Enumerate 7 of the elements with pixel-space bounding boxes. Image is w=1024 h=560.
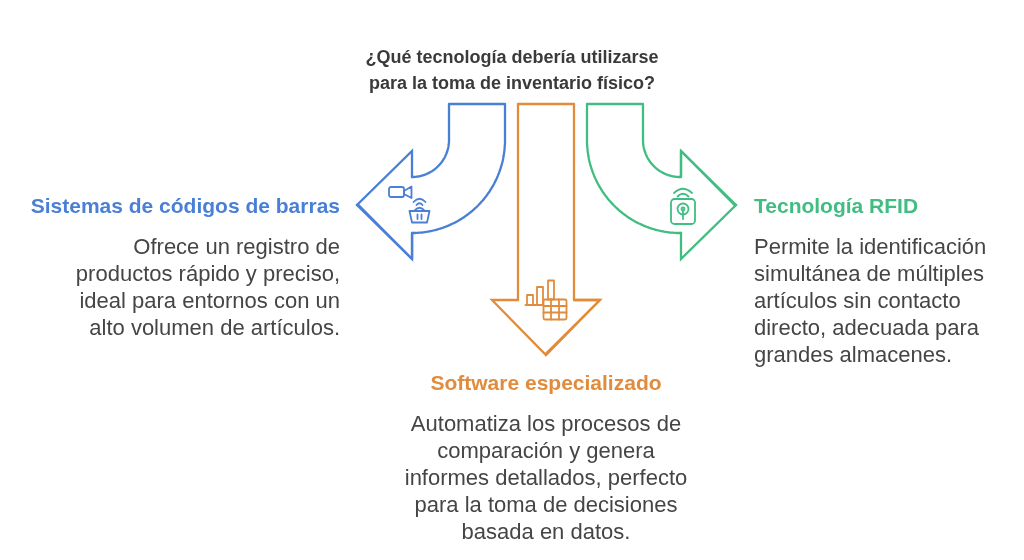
option-description: Automatiza los procesos de comparación y genera informes detallados, perfecto para la toma de decisiones basada en datos. (404, 410, 688, 545)
option-description: Permite la identificación simultánea de múltiples artículos sin contacto directo, adecuada para grandes almacenes. (754, 233, 988, 368)
option-description: Ofrece un registro de productos rápido y preciso, ideal para entornos con un alto volumen de artículos. (74, 233, 340, 341)
option-heading: Sistemas de códigos de barras (29, 193, 340, 219)
question-heading: ¿Qué tecnología debería utilizarse para la toma de inventario físico? (364, 46, 660, 95)
option-heading: Tecnología RFID (754, 193, 920, 219)
option-heading: Software especializado (429, 370, 663, 396)
